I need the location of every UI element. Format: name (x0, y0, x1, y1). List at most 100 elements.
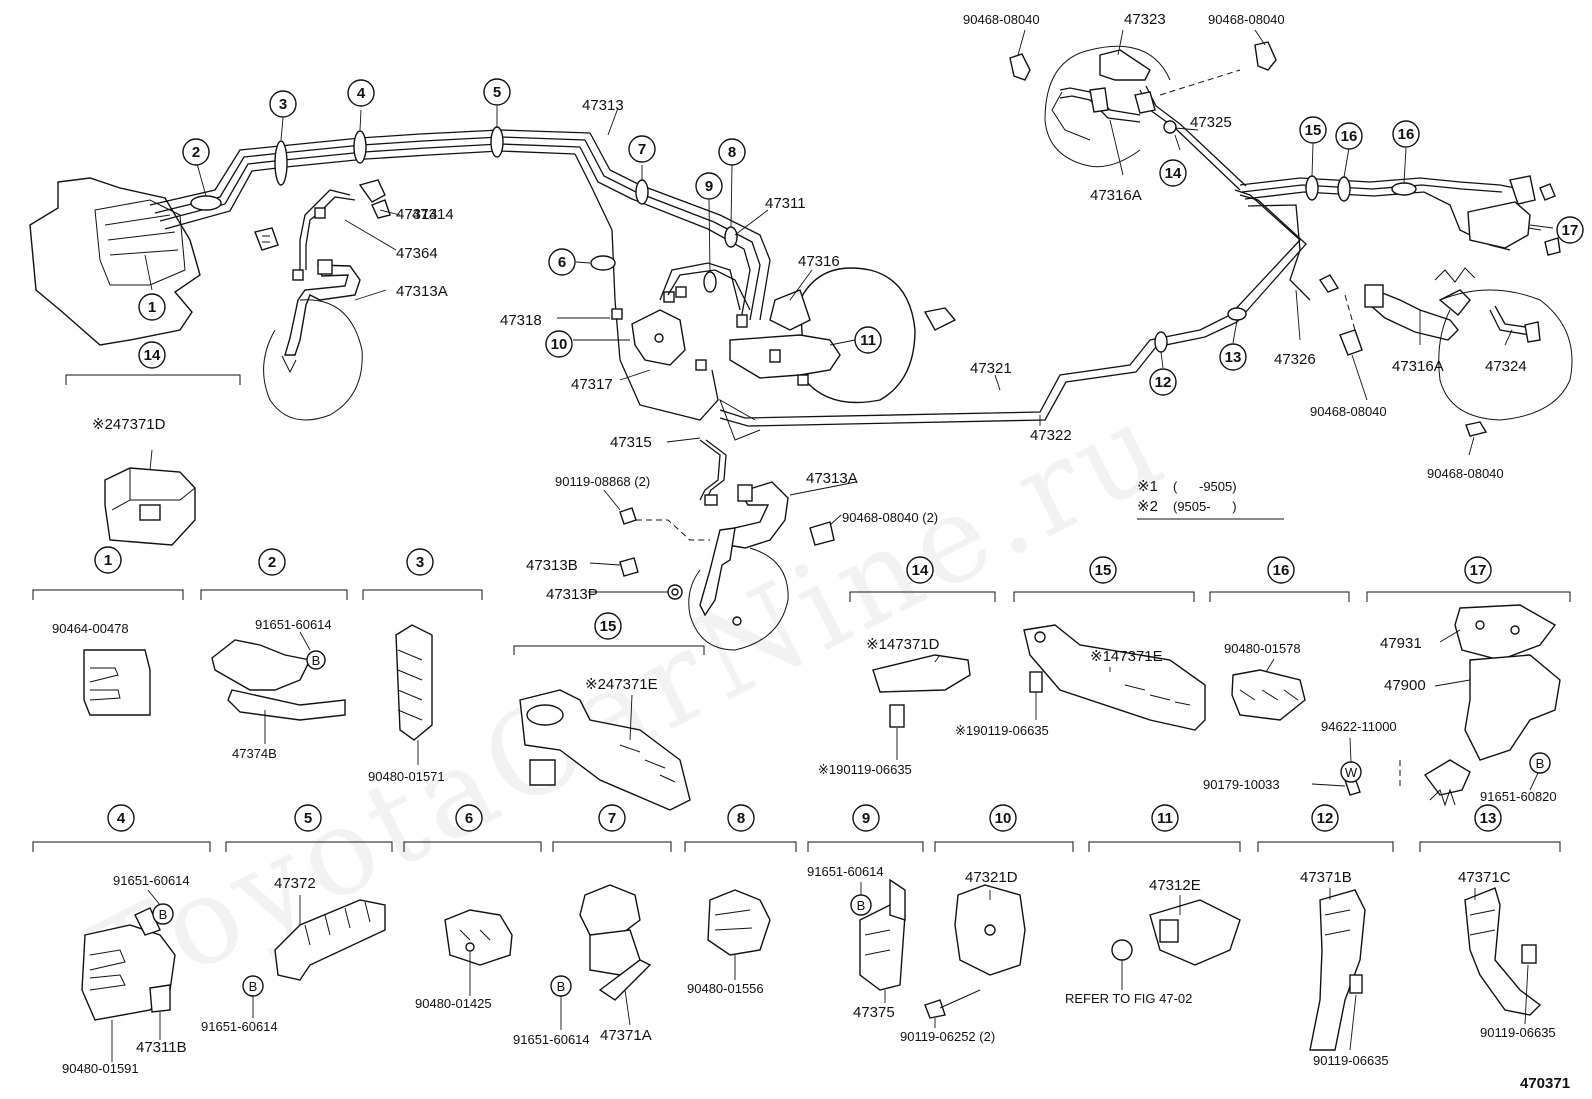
label-d10-bolt: 90119-06252 (2) (900, 1029, 995, 1044)
badge-b: B (557, 979, 566, 994)
brake-booster-area (611, 262, 957, 404)
badge-b: B (1536, 756, 1545, 771)
legend-note2-mark: ※2 (1137, 498, 1158, 515)
badge-b: B (159, 907, 168, 922)
label-d9-bolt: 91651-60614 (807, 864, 884, 879)
callout-7: 7 (638, 141, 646, 158)
label-d4-bolt: 91651-60614 (113, 873, 190, 888)
label-d4-part: 47311B (136, 1039, 187, 1056)
label-d17-p4: 90179-10033 (1203, 777, 1280, 792)
label-d13-bolt: 90119-06635 (1480, 1025, 1556, 1040)
label-d9-part: 47375 (853, 1004, 895, 1021)
label-d17-p2: 47900 (1384, 677, 1426, 694)
callout-4: 4 (357, 85, 366, 102)
callout-6: 6 (558, 254, 566, 271)
detail-10-callout: 10 (995, 810, 1012, 827)
left-front-hose (254, 179, 391, 421)
bolt-badges: B B W B B B B (152, 650, 1551, 997)
detail-2-callout: 2 (268, 554, 276, 571)
label-d15-part: ※147371E (1090, 648, 1163, 665)
label-47316A-right: 47316A (1392, 358, 1444, 375)
detail-17-callout: 17 (1470, 562, 1487, 579)
label-d12-part: 47371B (1300, 869, 1352, 886)
rear-right-hose (1318, 175, 1573, 437)
middle-front-hose (619, 439, 835, 651)
label-47324: 47324 (1485, 358, 1527, 375)
label-d13-part: 47371C (1458, 869, 1511, 886)
main-brake-pipe-assembly (29, 85, 1526, 441)
legend-note1-range: ( -9505) (1173, 479, 1237, 494)
label-d7-bolt: 91651-60614 (513, 1032, 590, 1047)
label-d14-bolt: ※190119-06635 (818, 762, 912, 777)
detail-14-callout: 14 (912, 562, 929, 579)
callout-14: 14 (144, 347, 161, 364)
callout-15: 15 (1305, 122, 1322, 139)
figure-id: 470371 (1520, 1075, 1570, 1092)
label-47315: 47315 (610, 434, 652, 451)
detail-group-brackets (32, 374, 1571, 852)
label-d4-clip: 90480-01591 (62, 1061, 139, 1076)
label-47318: 47318 (500, 312, 542, 329)
detail-4-callout: 4 (117, 810, 126, 827)
version-legend: ※1 ( -9505) ※2 (9505- ) (1137, 478, 1284, 520)
badge-b: B (249, 979, 258, 994)
label-47321: 47321 (970, 360, 1012, 377)
callout-5: 5 (493, 84, 501, 101)
label-47325: 47325 (1190, 114, 1232, 131)
detail-8-callout: 8 (737, 810, 745, 827)
label-90468-tl: 90468-08040 (963, 12, 1040, 27)
label-d16-part: 90480-01578 (1224, 641, 1301, 656)
label-d10-part: 47321D (965, 869, 1018, 886)
badge-w: W (1345, 765, 1358, 780)
legend-note1-mark: ※1 (1137, 478, 1158, 495)
label-90468-br1: 90468-08040 (1310, 404, 1387, 419)
label-d14-part: ※147371D (866, 636, 940, 653)
label-d5-part: 47372 (274, 875, 316, 892)
label-47314-num: 47314 (412, 206, 454, 223)
label-47364: 47364 (396, 245, 438, 262)
label-d12-bolt: 90119-06635 (1313, 1053, 1389, 1068)
label-47322: 47322 (1030, 427, 1072, 444)
label-d1-part: 90464-00478 (52, 621, 129, 636)
detail-15-left-callout: 15 (600, 618, 617, 635)
detail-leader-lines (111, 449, 1539, 1062)
label-d17-p5: 91651-60820 (1480, 789, 1557, 804)
label-d6-part: 90480-01425 (415, 996, 492, 1011)
label-d15-left-part: ※247371E (585, 676, 658, 693)
label-d2-part: 47374B (232, 746, 277, 761)
label-47314: 47314 (396, 206, 438, 223)
callout-circles: 1 2 3 4 5 6 7 8 9 10 11 12 13 14 14 15 1… (94, 78, 1584, 832)
detail-13-callout: 13 (1480, 810, 1497, 827)
label-90119-08868: 90119-08868 (2) (555, 474, 650, 489)
label-d5-bolt: 91651-60614 (201, 1019, 278, 1034)
callout-9: 9 (705, 178, 713, 195)
label-90468-br2: 90468-08040 (1427, 466, 1504, 481)
callout-16-b: 16 (1398, 126, 1415, 143)
top-part-labels: 47313 47311 47314 47314 47364 47313A 473… (396, 11, 1527, 603)
label-d8-part: 90480-01556 (687, 981, 764, 996)
label-d3-part: 90480-01571 (368, 769, 445, 784)
detail-9-callout: 9 (862, 810, 870, 827)
label-47313A-left: 47313A (396, 283, 448, 300)
detail-5-callout: 5 (304, 810, 312, 827)
master-cylinder-body (29, 177, 201, 346)
callout-1: 1 (148, 299, 156, 316)
badge-b: B (857, 898, 866, 913)
detail-labels: ※247371D 90464-00478 91651-60614 47374B … (52, 416, 1570, 1092)
label-47326: 47326 (1274, 351, 1316, 368)
label-d2-bolt: 91651-60614 (255, 617, 332, 632)
detail-16-callout: 16 (1273, 562, 1290, 579)
label-d15-bolt: ※190119-06635 (955, 723, 1049, 738)
label-47316: 47316 (798, 253, 840, 270)
detail-parts (81, 467, 1561, 1051)
rear-left-hose (1009, 41, 1277, 168)
legend-note2-range: (9505- ) (1173, 499, 1237, 514)
callout-13: 13 (1225, 349, 1242, 366)
label-47311: 47311 (765, 195, 806, 212)
label-47313: 47313 (582, 97, 624, 114)
label-47313A-mid: 47313A (806, 470, 858, 487)
callout-16: 16 (1341, 128, 1358, 145)
detail-1-callout: 1 (104, 552, 112, 569)
label-d14-top-part: ※247371D (92, 416, 166, 433)
